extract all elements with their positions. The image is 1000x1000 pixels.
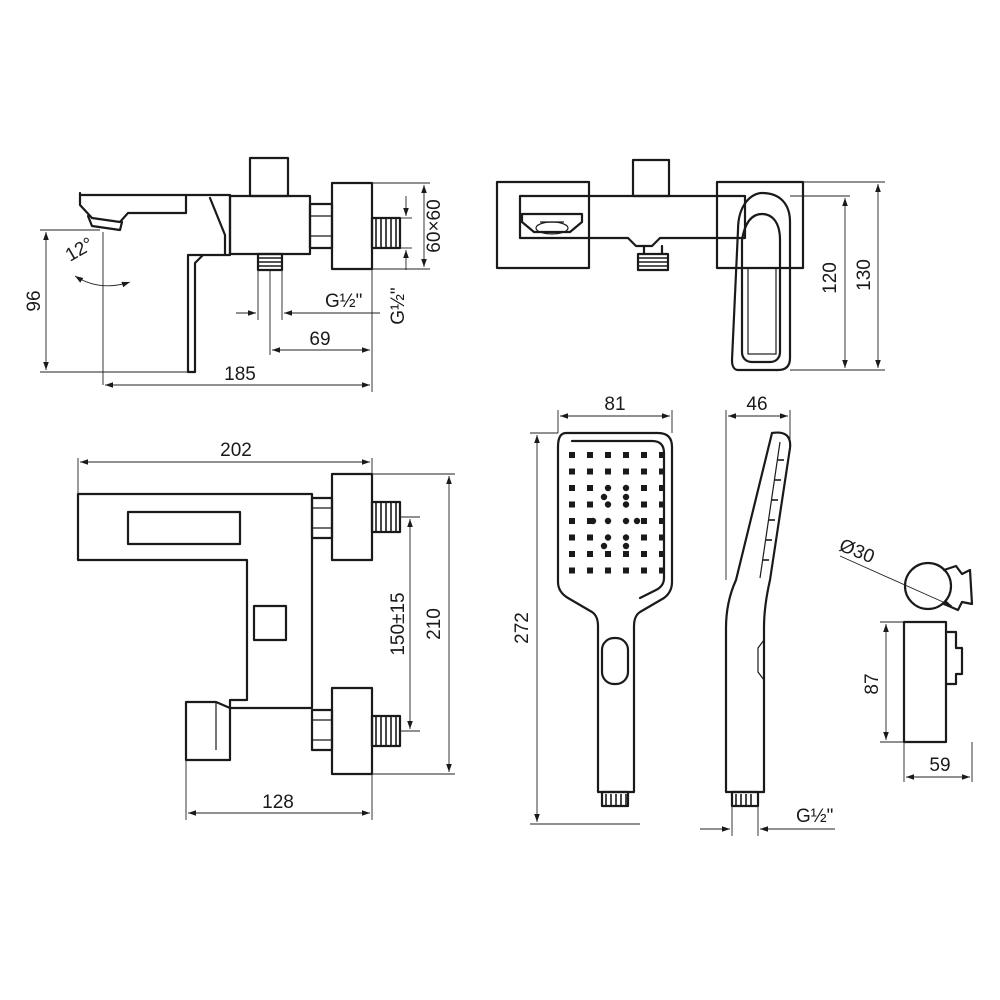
- width-202-label: 202: [220, 440, 252, 461]
- height-130-label: 130: [854, 259, 875, 291]
- nozzle: [659, 501, 665, 508]
- nozzle: [659, 534, 665, 541]
- flange-60x60-label: 60×60: [424, 199, 445, 252]
- nozzle: [569, 468, 575, 475]
- body-128-label: 128: [262, 792, 294, 813]
- nozzle: [587, 468, 593, 475]
- nozzle: [659, 567, 665, 574]
- nozzle: [641, 567, 647, 574]
- nozzle: [641, 518, 647, 524]
- nozzle: [659, 518, 665, 524]
- nozzle: [659, 468, 665, 475]
- nozzle: [623, 452, 629, 458]
- nozzle: [587, 501, 593, 508]
- height-96-label: 96: [24, 290, 45, 311]
- nozzle: [604, 501, 612, 508]
- nozzle: [641, 452, 647, 458]
- nozzle: [641, 468, 647, 475]
- nozzle: [622, 493, 630, 501]
- nozzle: [589, 517, 597, 525]
- angle-label: 12°: [62, 234, 97, 267]
- thread-label-horizontal: G½": [325, 291, 362, 312]
- nozzle: [641, 534, 647, 541]
- side-view: 12° 96 G½" 69 185 60×60 G½": [24, 156, 445, 392]
- height-120-label: 120: [820, 262, 841, 294]
- nozzle: [623, 468, 629, 475]
- nozzle: [622, 517, 630, 525]
- nozzle: [587, 452, 593, 458]
- nozzle: [604, 484, 612, 492]
- nozzle: [633, 517, 641, 525]
- nozzle: [587, 485, 593, 491]
- side-width-46-label: 46: [746, 394, 767, 415]
- nozzle-grid: [569, 452, 665, 574]
- nozzle: [569, 485, 575, 491]
- nozzle: [641, 485, 647, 491]
- length-272-label: 272: [512, 612, 533, 644]
- nozzle: [659, 551, 665, 557]
- nozzle: [659, 485, 665, 491]
- nozzle: [622, 534, 630, 541]
- nozzle: [641, 551, 647, 557]
- nozzle: [622, 484, 630, 492]
- nozzle: [605, 452, 611, 458]
- nozzle: [605, 468, 611, 475]
- length-185-label: 185: [224, 364, 256, 385]
- nozzle: [569, 534, 575, 541]
- spacing-150-label: 150±15: [388, 592, 409, 655]
- nozzle: [622, 542, 630, 550]
- nozzle: [600, 542, 608, 550]
- nozzle: [605, 567, 611, 574]
- height-87-label: 87: [862, 673, 883, 694]
- nozzle: [622, 501, 630, 508]
- width-81-label: 81: [604, 394, 625, 415]
- top-view: 202 150±15 210 128: [76, 440, 455, 820]
- nozzle: [569, 551, 575, 557]
- depth-210-label: 210: [424, 608, 445, 640]
- nozzle: [600, 493, 608, 501]
- nozzle: [605, 551, 611, 557]
- nozzle: [623, 551, 629, 557]
- nozzle: [569, 501, 575, 508]
- thread-label-hand-shower: G½": [796, 806, 833, 827]
- hand-shower-front: 81 272: [512, 394, 674, 825]
- nozzle: [659, 452, 665, 458]
- holder: Ø30 87 59: [836, 535, 974, 782]
- width-59-label: 59: [929, 755, 950, 776]
- offset-69-label: 69: [309, 329, 330, 350]
- nozzle: [604, 534, 612, 541]
- hand-shower-side: 46 G½": [700, 394, 835, 836]
- nozzle: [623, 567, 629, 574]
- nozzle: [569, 452, 575, 458]
- nozzle: [587, 567, 593, 574]
- nozzle: [569, 518, 575, 524]
- nozzle: [569, 567, 575, 574]
- nozzle: [604, 517, 612, 525]
- nozzle: [641, 501, 647, 508]
- front-view: 120 130: [495, 158, 885, 372]
- nozzle: [587, 551, 593, 557]
- thread-label-vertical: G½": [388, 287, 409, 324]
- nozzle: [587, 534, 593, 541]
